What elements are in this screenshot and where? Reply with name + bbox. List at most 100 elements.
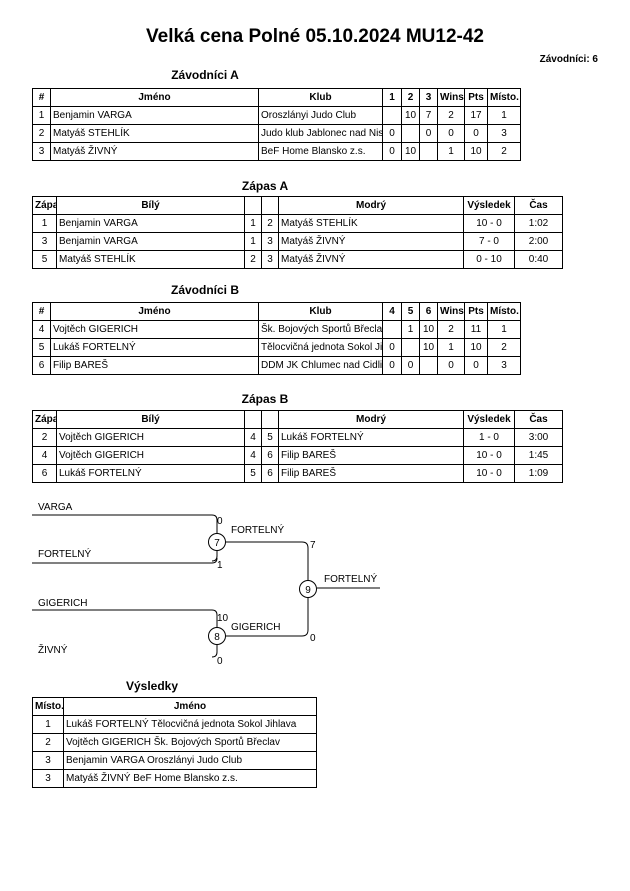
cell-name: Matyáš ŽIVNÝ	[50, 142, 259, 161]
cell-score: 10	[401, 142, 420, 161]
table-row: 2 Vojtěch GIGERICH Šk. Bojových Sportů B…	[32, 733, 317, 752]
cell-pts: 0	[464, 124, 488, 143]
cell-result: 7 - 0	[463, 232, 515, 251]
col-header: Wins	[437, 302, 465, 321]
cell-result: 0 - 10	[463, 250, 515, 269]
col-header: Pts	[464, 88, 488, 107]
group-b-table: # Jméno Klub 4 5 6 Wins Pts Místo. 4 Voj…	[32, 302, 521, 375]
cell-name: Filip BAREŠ	[50, 356, 259, 375]
col-header: #	[32, 88, 51, 107]
col-header: Bílý	[56, 196, 245, 215]
cell-white: Lukáš FORTELNÝ	[56, 464, 245, 483]
cell-club: Šk. Bojových Sportů Břeclav	[258, 320, 383, 339]
cell-club: DDM JK Chlumec nad Cidlinou z.s.	[258, 356, 383, 375]
cell-wins: 0	[437, 124, 465, 143]
table-header-row: # Jméno Klub 1 2 3 Wins Pts Místo.	[32, 88, 521, 107]
cell-time: 2:00	[514, 232, 563, 251]
col-header: Zápas	[32, 196, 57, 215]
cell-blue-num: 6	[261, 446, 279, 465]
cell-score: 0	[382, 356, 402, 375]
cell-score: 0	[382, 338, 402, 357]
cell-pts: 11	[464, 320, 488, 339]
col-header: 1	[382, 88, 402, 107]
match-8-number: 8	[214, 632, 220, 643]
table-row: 4 Vojtěch GIGERICH Šk. Bojových Sportů B…	[32, 320, 521, 339]
cell-time: 3:00	[514, 428, 563, 447]
table-header-row: # Jméno Klub 4 5 6 Wins Pts Místo.	[32, 302, 521, 321]
cell-pts: 10	[464, 142, 488, 161]
col-header	[261, 410, 279, 429]
cell-club: BeF Home Blansko z.s.	[258, 142, 383, 161]
cell-blue: Filip BAREŠ	[278, 464, 464, 483]
col-header: Jméno	[50, 88, 259, 107]
cell-place: 3	[487, 124, 521, 143]
cell-result: 10 - 0	[463, 446, 515, 465]
cell-score	[382, 106, 402, 125]
page-title: Velká cena Polné 05.10.2024 MU12-42	[146, 26, 484, 47]
group-a-heading: Závodníci A	[171, 68, 239, 82]
bracket-semi1-winner: FORTELNÝ	[231, 523, 284, 536]
cell-wins: 2	[437, 106, 465, 125]
cell-result: 1 - 0	[463, 428, 515, 447]
matches-b-heading: Zápas B	[241, 392, 289, 406]
cell-score	[401, 124, 420, 143]
match-node-9	[299, 580, 317, 598]
cell-score: 10	[419, 320, 438, 339]
cell-num: 5	[32, 338, 51, 357]
col-header: 5	[401, 302, 420, 321]
bracket-semi2-winner: GIGERICH	[231, 622, 280, 633]
cell-name: Lukáš FORTELNÝ Tělocvičná jednota Sokol …	[63, 715, 317, 734]
table-header-row: Místo. Jméno	[32, 697, 317, 716]
col-header: Bílý	[56, 410, 245, 429]
table-row: 4 Vojtěch GIGERICH 4 6 Filip BAREŠ 10 - …	[32, 446, 563, 465]
cell-time: 1:45	[514, 446, 563, 465]
table-row: 3 Benjamin VARGA Oroszlányi Judo Club	[32, 751, 317, 770]
bracket-final-bottom-score: 0	[310, 633, 316, 644]
cell-white: Vojtěch GIGERICH	[56, 446, 245, 465]
cell-name: Matyáš STEHLÍK	[50, 124, 259, 143]
col-header	[244, 410, 262, 429]
col-header: Čas	[514, 410, 563, 429]
cell-match-no: 1	[32, 214, 57, 233]
group-a-table: # Jméno Klub 1 2 3 Wins Pts Místo. 1 Ben…	[32, 88, 521, 161]
cell-score: 0	[419, 124, 438, 143]
col-header: Výsledek	[463, 410, 515, 429]
cell-result: 10 - 0	[463, 464, 515, 483]
table-row: 6 Lukáš FORTELNÝ 5 6 Filip BAREŠ 10 - 0 …	[32, 464, 563, 483]
col-header: 2	[401, 88, 420, 107]
col-header: Modrý	[278, 410, 464, 429]
table-row: 1 Lukáš FORTELNÝ Tělocvičná jednota Soko…	[32, 715, 317, 734]
table-row: 3 Matyáš ŽIVNÝ BeF Home Blansko z.s. 0 1…	[32, 142, 521, 161]
group-b-heading: Závodníci B	[170, 283, 239, 297]
cell-score	[419, 142, 438, 161]
cell-num: 4	[32, 320, 51, 339]
cell-score: 7	[419, 106, 438, 125]
col-header: Jméno	[50, 302, 259, 321]
cell-white-num: 5	[244, 464, 262, 483]
match-9-number: 9	[305, 585, 311, 596]
bracket-champion: FORTELNÝ	[324, 572, 377, 585]
col-header: Klub	[258, 302, 383, 321]
match-node-8	[208, 627, 226, 645]
table-row: 5 Lukáš FORTELNÝ Tělocvičná jednota Soko…	[32, 338, 521, 357]
matches-a-table: Zápas Bílý Modrý Výsledek Čas 1 Benjamin…	[32, 196, 563, 269]
table-header-row: Zápas Bílý Modrý Výsledek Čas	[32, 410, 563, 429]
bracket-final-top-score: 7	[310, 540, 316, 551]
col-header	[244, 196, 262, 215]
cell-white: Benjamin VARGA	[56, 232, 245, 251]
cell-white: Benjamin VARGA	[56, 214, 245, 233]
cell-place: 2	[32, 733, 64, 752]
cell-blue-num: 3	[261, 232, 279, 251]
cell-result: 10 - 0	[463, 214, 515, 233]
match-7-number: 7	[214, 538, 220, 549]
cell-blue: Lukáš FORTELNÝ	[278, 428, 464, 447]
cell-score: 1	[401, 320, 420, 339]
cell-name: Vojtěch GIGERICH Šk. Bojových Sportů Bře…	[63, 733, 317, 752]
cell-blue: Matyáš ŽIVNÝ	[278, 250, 464, 269]
bracket-semi1-top: VARGA	[38, 502, 73, 513]
cell-place: 2	[487, 338, 521, 357]
cell-white-num: 1	[244, 214, 262, 233]
cell-club: Tělocvičná jednota Sokol Jihlava	[258, 338, 383, 357]
table-row: 1 Benjamin VARGA Oroszlányi Judo Club 10…	[32, 106, 521, 125]
bracket-semi1-bottom: FORTELNÝ	[38, 547, 91, 560]
